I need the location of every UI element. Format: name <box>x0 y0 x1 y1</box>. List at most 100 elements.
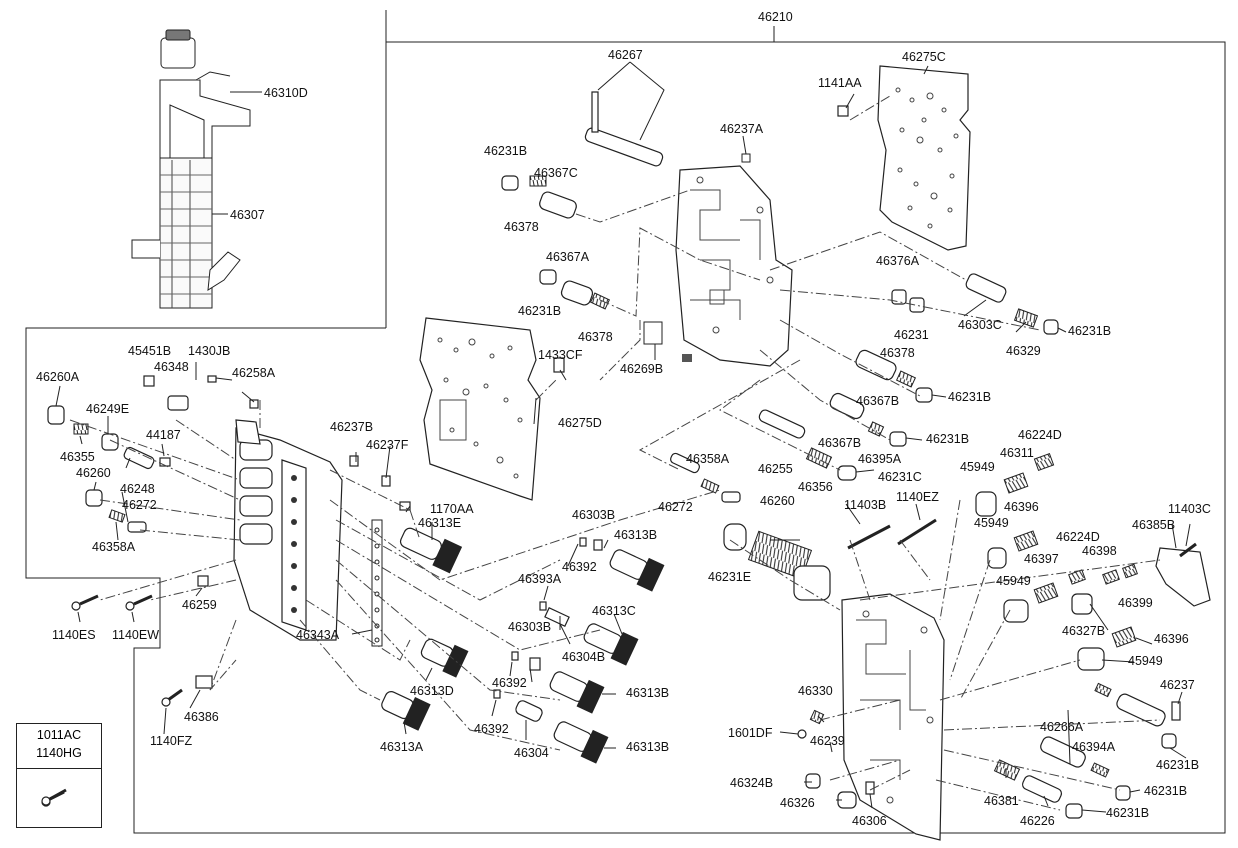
callout-1140EW: 1140EW <box>112 628 160 642</box>
callout-46304B: 46304B <box>562 650 606 664</box>
callout-46237A: 46237A <box>720 122 764 136</box>
callout-46231E: 46231E <box>708 570 752 584</box>
callout-46367C: 46367C <box>534 166 578 180</box>
assembly-label: 46210 <box>758 10 793 24</box>
callout-46392: 46392 <box>562 560 597 574</box>
leader-lines <box>55 61 1191 813</box>
solenoid-valves <box>381 527 665 764</box>
callout-1140ES: 1140ES <box>52 628 96 642</box>
callout-1433CF: 1433CF <box>538 348 583 362</box>
callout-46395A: 46395A <box>858 452 902 466</box>
callout-46231: 46231 <box>894 328 929 342</box>
callout-11403C: 11403C <box>1168 502 1211 516</box>
callout-46386: 46386 <box>184 710 219 724</box>
callout-46224D: 46224D <box>1018 428 1062 442</box>
callout-46269B: 46269B <box>620 362 664 376</box>
callout-46303C: 46303C <box>958 318 1002 332</box>
callout-46348: 46348 <box>154 360 189 374</box>
callout-46258A: 46258A <box>232 366 276 380</box>
callout-46231B: 46231B <box>1144 784 1188 798</box>
callout-46266A: 46266A <box>1040 720 1084 734</box>
callout-46249E: 46249E <box>86 402 130 416</box>
assembly-guide-lines <box>69 95 1161 811</box>
callout-46329: 46329 <box>1006 344 1041 358</box>
callout-46313D: 46313D <box>410 684 454 698</box>
callout-46237B: 46237B <box>330 420 374 434</box>
callout-46367A: 46367A <box>546 250 590 264</box>
callout-46303B: 46303B <box>508 620 552 634</box>
callout-46313A: 46313A <box>380 740 424 754</box>
callout-46330: 46330 <box>798 684 833 698</box>
callout-11403B: 11403B <box>844 498 887 512</box>
assembly-frame <box>25 10 1226 834</box>
callout-46367B: 46367B <box>856 394 900 408</box>
upper-valve-body <box>675 165 793 367</box>
callout-46326: 46326 <box>780 796 815 810</box>
callout-46237F: 46237F <box>366 438 409 452</box>
callout-46275D: 46275D <box>558 416 602 430</box>
callout-46398: 46398 <box>1082 544 1117 558</box>
callout-46355: 46355 <box>60 450 95 464</box>
callout-46260A: 46260A <box>36 370 80 384</box>
legend-box: 1011AC 1140HG <box>16 723 102 828</box>
callout-46392: 46392 <box>492 676 527 690</box>
bracket-part <box>1155 547 1211 607</box>
callout-46311: 46311 <box>1000 446 1034 460</box>
callout-46310D: 46310D <box>264 86 308 100</box>
callout-46303B: 46303B <box>572 508 616 522</box>
callout-1141AA: 1141AA <box>818 76 862 90</box>
callout-45949: 45949 <box>960 460 995 474</box>
callout-46358A: 46358A <box>92 540 136 554</box>
callout-46231B: 46231B <box>1068 324 1112 338</box>
legend-part-2: 1140HG <box>36 746 82 760</box>
callout-1430JB: 1430JB <box>188 344 231 358</box>
valves-and-plugs <box>47 91 1181 819</box>
callout-46304: 46304 <box>514 746 549 760</box>
callout-46399: 46399 <box>1118 596 1153 610</box>
callout-46275C: 46275C <box>902 50 946 64</box>
callout-45949: 45949 <box>974 516 1009 530</box>
legend-bolt-icon <box>41 788 67 806</box>
callout-46231B: 46231B <box>1106 806 1150 820</box>
callout-46224D: 46224D <box>1056 530 1100 544</box>
callout-46231B: 46231B <box>948 390 992 404</box>
callout-46239: 46239 <box>810 734 845 748</box>
legend-header: 1011AC 1140HG <box>17 724 101 769</box>
callout-1140FZ: 1140FZ <box>150 734 193 748</box>
separator-plate-upper <box>877 65 971 251</box>
callout-46306: 46306 <box>852 814 887 828</box>
callout-46343A: 46343A <box>296 628 340 642</box>
callout-46267: 46267 <box>608 48 643 62</box>
callout-46381: 46381 <box>984 794 1019 808</box>
callout-46255: 46255 <box>758 462 793 476</box>
callout-1170AA: 1170AA <box>430 502 474 516</box>
callout-46392: 46392 <box>474 722 509 736</box>
callout-46394A: 46394A <box>1072 740 1116 754</box>
callout-46393A: 46393A <box>518 572 562 586</box>
callout-46324B: 46324B <box>730 776 774 790</box>
callout-44187: 44187 <box>146 428 181 442</box>
callout-46231B: 46231B <box>518 304 562 318</box>
callout-46237: 46237 <box>1160 678 1195 692</box>
callout-45949: 45949 <box>996 574 1031 588</box>
callout-46396: 46396 <box>1154 632 1189 646</box>
callout-46396: 46396 <box>1004 500 1039 514</box>
callout-46313C: 46313C <box>592 604 636 618</box>
callout-46226: 46226 <box>1020 814 1055 828</box>
callout-46327B: 46327B <box>1062 624 1106 638</box>
callout-46397: 46397 <box>1024 552 1059 566</box>
callout-46259: 46259 <box>182 598 217 612</box>
springs <box>73 175 1138 781</box>
callout-46378: 46378 <box>578 330 613 344</box>
callout-46272: 46272 <box>658 500 693 514</box>
callout-46313E: 46313E <box>418 516 462 530</box>
callout-46260: 46260 <box>76 466 111 480</box>
callout-46231B: 46231B <box>1156 758 1200 772</box>
callout-46231C: 46231C <box>878 470 922 484</box>
callout-46272: 46272 <box>122 498 157 512</box>
callout-46313B: 46313B <box>614 528 658 542</box>
callout-45451B: 45451B <box>128 344 172 358</box>
callout-46378: 46378 <box>880 346 915 360</box>
wiring-harness-part <box>131 29 251 309</box>
